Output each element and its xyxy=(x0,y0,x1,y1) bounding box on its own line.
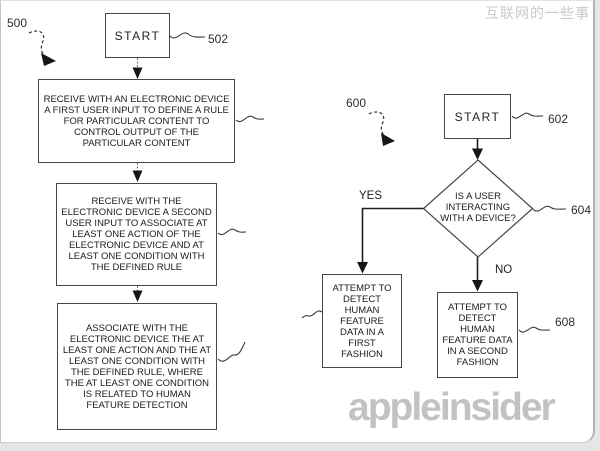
ref-label-602: 602 xyxy=(548,112,569,126)
start-label: START xyxy=(454,109,501,124)
no-branch-label: NO xyxy=(495,264,513,276)
decision-text: IS A USER INTERACTING WITH A DEVICE? xyxy=(440,191,516,224)
process-box-define-rule: RECEIVE WITH AN ELECTRONIC DEVICE A FIRS… xyxy=(38,79,235,163)
watermark-chinese: 互联网的一些事 xyxy=(485,5,590,21)
watermark-appleinsider: appleinsider xyxy=(348,386,556,429)
figure-label-500: 500 xyxy=(7,16,28,30)
ref-label-608: 608 xyxy=(555,315,576,329)
yes-branch-label: YES xyxy=(359,190,383,202)
start-node-500: START xyxy=(105,13,170,58)
process-box-first-fashion: ATTEMPT TO DETECT HUMAN FEATURE DATA IN … xyxy=(322,274,402,368)
figure-label-600: 600 xyxy=(346,96,367,110)
process-box-second-input: RECEIVE WITH THE ELECTRONIC DEVICE A SEC… xyxy=(56,183,217,286)
start-label: START xyxy=(114,28,161,43)
start-node-600: START xyxy=(444,94,511,139)
ref-label-604: 604 xyxy=(571,203,592,217)
process-box-second-fashion: ATTEMPT TO DETECT HUMAN FEATURE DATA IN … xyxy=(437,292,518,378)
process-box-associate: ASSOCIATE WITH THE ELECTRONIC DEVICE THE… xyxy=(57,303,217,430)
ref-label-502: 502 xyxy=(208,32,229,46)
